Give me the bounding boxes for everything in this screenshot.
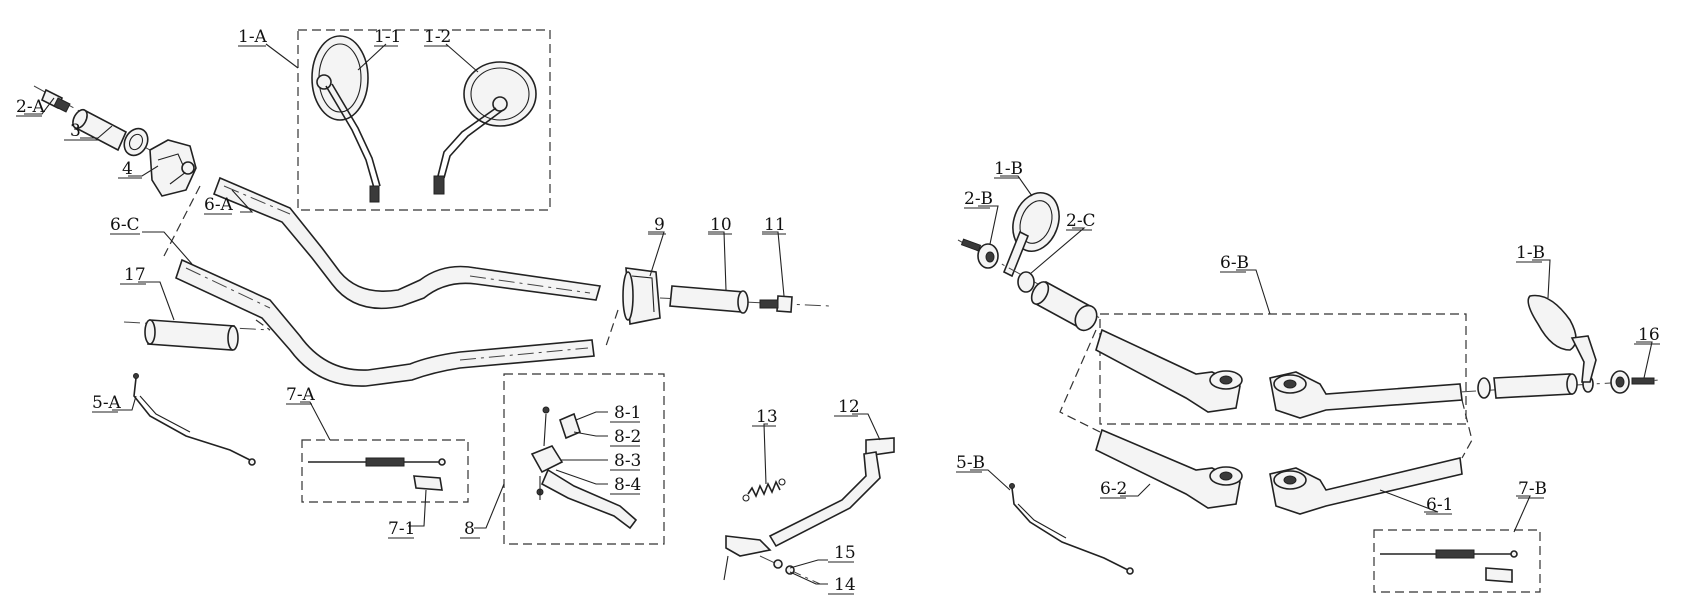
spacer-2-c <box>1017 271 1035 293</box>
cable-boot-7-b <box>1485 567 1513 583</box>
throttle-grip-right-assembly <box>1459 370 1661 399</box>
callout-15: 15 <box>834 543 856 563</box>
callout-17: 17 <box>124 265 146 285</box>
callout-14: 14 <box>834 575 856 595</box>
handlebar-6-a <box>212 176 602 310</box>
kick-starter-12 <box>723 437 895 585</box>
callout-11: 11 <box>764 215 786 235</box>
callout-1-1: 1-1 <box>374 27 401 47</box>
clip-on-bar-6-2 <box>1095 428 1243 509</box>
callout-6-c: 6-C <box>110 215 140 235</box>
callout-5-b: 5-B <box>956 453 985 473</box>
callout-7-1: 7-1 <box>388 519 415 539</box>
callout-6-b: 6-B <box>1220 253 1249 273</box>
callout-1-a: 1-A <box>238 27 268 47</box>
callout-6-1: 6-1 <box>1426 495 1453 515</box>
cable-group-box-7-b <box>1373 529 1541 593</box>
callout-8-3: 8-3 <box>614 451 641 471</box>
callout-13: 13 <box>756 407 778 427</box>
grip-3 <box>72 108 149 157</box>
clip-on-bar-6-1 <box>1269 457 1463 515</box>
callout-labels: 1-A 1-1 1-2 2-A 3 4 6-A 6-C 17 9 10 11 5… <box>16 27 1660 595</box>
handlebar-group-box-6-b <box>1099 313 1467 425</box>
cable-adjuster-7-a <box>308 457 446 467</box>
lever-group-box-8 <box>503 373 665 545</box>
grip-right-assembly-left <box>1030 280 1098 332</box>
callout-7-a: 7-A <box>286 385 316 405</box>
callout-10: 10 <box>710 215 732 235</box>
callout-16: 16 <box>1638 325 1660 345</box>
callout-6-a: 6-A <box>204 195 234 215</box>
callout-5-a: 5-A <box>92 393 122 413</box>
callout-7-b: 7-B <box>1518 479 1547 499</box>
callout-9: 9 <box>654 215 665 235</box>
callout-4: 4 <box>122 159 133 179</box>
callout-3: 3 <box>70 121 81 141</box>
callout-12: 12 <box>838 397 860 417</box>
callout-1-b-left: 1-B <box>994 159 1023 179</box>
callout-2-c: 2-C <box>1066 211 1096 231</box>
mirror-1-b-right <box>1527 294 1597 383</box>
callout-8-2: 8-2 <box>614 427 641 447</box>
callout-2-a: 2-A <box>16 97 46 117</box>
switch-housing-4 <box>149 139 197 197</box>
callout-6-2: 6-2 <box>1100 479 1127 499</box>
callout-1-b-right: 1-B <box>1516 243 1545 263</box>
mirror-1-1 <box>311 35 381 203</box>
callout-8-4: 8-4 <box>614 475 641 495</box>
spring-13 <box>742 478 786 502</box>
mirror-1-b-left <box>1002 192 1060 278</box>
callout-8: 8 <box>464 519 475 539</box>
cable-group-box-7-a <box>301 439 469 503</box>
clip-on-bar-upper-left <box>1095 328 1243 413</box>
cable-adjuster-7-b <box>1380 549 1518 559</box>
clip-on-bar-upper-right <box>1269 371 1463 419</box>
leader-lines <box>24 43 1653 585</box>
clutch-cable-5-a <box>133 373 256 466</box>
callout-2-b: 2-B <box>964 189 993 209</box>
grip-17 <box>123 319 271 351</box>
mirror-group-box-left <box>297 29 551 211</box>
handlebar-6-c <box>175 258 595 387</box>
throttle-grip-10 <box>659 285 831 314</box>
callout-1-2: 1-2 <box>424 27 451 47</box>
callout-8-1: 8-1 <box>614 403 641 423</box>
mirror-1-2 <box>433 61 537 195</box>
clutch-cable-5-b <box>1009 483 1134 575</box>
throttle-housing-9 <box>622 267 661 325</box>
bar-end-11 <box>759 295 793 313</box>
cable-boot-7-1 <box>413 475 443 491</box>
